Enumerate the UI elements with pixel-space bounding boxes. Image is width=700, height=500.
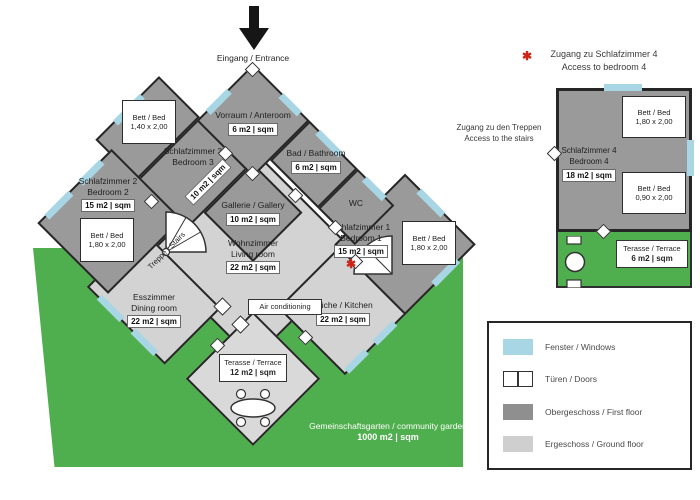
entrance-label: Eingang / Entrance [216,53,290,63]
detail-title: Zugang zu Schlafzimmer 4 Access to bedro… [550,49,658,72]
room-area: 22 m2 | sqm [127,315,181,328]
label-terasse4: Terasse / Terrace 6 m2 | sqm [616,240,688,268]
room-name: Living room [231,248,275,259]
label-schlafzimmer4: Schlafzimmer 4 Bedroom 4 18 m2 | sqm [561,146,617,182]
bed-bedroom2: Bett / Bed 1,80 x 2,00 [80,218,134,262]
bedroom4-access-marker: ✱ [346,257,357,271]
room-area: 6 m2 | sqm [228,122,278,136]
door-swatch-icon [503,371,533,388]
label-bad: Bad / Bathroom 6 m2 | sqm [276,148,356,174]
room-name: Schlafzimmer 3 [163,146,223,156]
detail-title-marker: ✱ [522,49,533,63]
room-name: Gallerie / Gallery [221,200,285,210]
bed-bedroom4-large: Bett / Bed 1,80 x 2,00 [622,96,686,138]
label-schlafzimmer2: Schlafzimmer 2 Bedroom 2 15 m2 | sqm [68,176,148,212]
room-name: Dining room [131,302,177,313]
room-name: Schlafzimmer 2 [78,176,138,186]
garden-label: Gemeinschaftsgarten / community garden 1… [258,421,518,443]
ground-floor-swatch-icon [503,435,533,452]
garden-area: 1000 m2 | sqm [357,432,419,442]
bed-bedroom3: Bett / Bed 1,40 x 2,00 [122,100,176,144]
room-name: Bad / Bathroom [286,148,346,158]
room-name: Bedroom 2 [87,186,129,197]
room-name: Küche / Kitchen [313,300,373,310]
room-area: 15 m2 | sqm [334,245,388,258]
legend-row-ground-floor: Ergeschoss / Ground floor [503,435,690,452]
label-vorraum: Vorraum / Anteroom 6 m2 | sqm [200,110,306,136]
room-name: Schlafzimmer 1 [331,222,391,232]
room-name: Vorraum / Anteroom [215,110,291,120]
room-area: 15 m2 | sqm [81,199,135,212]
room-name: WC [348,198,364,208]
terrace-table-icon [230,388,276,428]
window [416,188,446,218]
spiral-stairs-icon [161,211,207,256]
first-floor-swatch-icon [503,403,533,420]
air-conditioning-label: Air conditioning [248,299,322,315]
label-schlafzimmer1: Schlafzimmer 1 Bedroom 1 15 m2 | sqm [322,222,400,258]
label-kueche: Küche / Kitchen 22 m2 | sqm [301,300,385,326]
legend: Fenster / Windows Türen / Doors Obergesc… [487,321,692,470]
room-name: Esszimmer [132,292,176,302]
room-area: 10 m2 | sqm [226,212,280,226]
terrace-table-icon [564,236,586,288]
bed-bedroom4-small: Bett / Bed 0,90 x 2,00 [622,172,686,214]
legend-row-first-floor: Obergeschoss / First floor [503,403,690,420]
stairs-access-note: Zugang zu den Treppen Access to the stai… [456,123,542,143]
label-gallerie: Gallerie / Gallery 10 m2 | sqm [205,200,301,226]
room-name: Wohnzimmer [228,238,278,248]
room-area: 6 m2 | sqm [291,160,341,174]
window [604,84,642,91]
label-schlafzimmer3: Schlafzimmer 3 Bedroom 3 [153,146,233,167]
label-wohnzimmer: Wohnzimmer Living room 22 m2 | sqm [213,238,293,274]
label-wc: WC [338,198,374,209]
room-name: Bedroom 1 [340,232,382,243]
legend-row-windows: Fenster / Windows [503,339,690,356]
label-esszimmer: Esszimmer Dining room 22 m2 | sqm [112,292,196,328]
room-area: 22 m2 | sqm [316,312,370,326]
label-terasse: Terasse / Terrace 12 m2 | sqm [219,354,287,382]
legend-row-doors: Türen / Doors [503,371,690,388]
window-swatch-icon [503,339,533,356]
bed-bedroom1: Bett / Bed 1,80 x 2,00 [402,221,456,265]
garden-name: Gemeinschaftsgarten / community garden [309,421,467,431]
room-name: Bedroom 3 [172,156,214,167]
entrance-arrow-icon [239,6,269,50]
room-area: 22 m2 | sqm [226,261,280,274]
window [687,140,694,176]
